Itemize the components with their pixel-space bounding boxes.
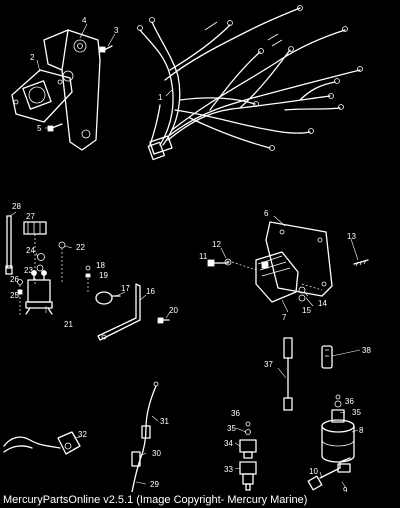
callout-36-left: 36 [231,409,240,418]
callout-28: 28 [12,202,21,211]
callout-4: 4 [82,16,87,25]
callout-17: 17 [121,284,130,293]
callout-29: 29 [150,480,159,489]
callout-13: 13 [347,232,356,241]
control-module [207,221,369,303]
sensor-lead [283,337,333,411]
copyright-footer: MercuryPartsOnline v2.5.1 (Image Copyrig… [3,494,308,506]
callout-35-left: 35 [227,424,236,433]
callout-15: 15 [302,306,311,315]
callout-25: 25 [10,291,19,300]
callout-2: 2 [30,53,35,62]
callout-6: 6 [264,209,269,218]
callout-22: 22 [76,243,85,252]
callout-23: 23 [24,266,33,275]
callout-36-right: 36 [345,397,354,406]
temperature-lead [3,381,159,492]
callout-1: 1 [158,93,163,102]
callout-26: 26 [10,275,19,284]
callout-9: 9 [343,486,348,492]
callout-11: 11 [199,252,208,261]
callout-32: 32 [78,430,87,439]
callout-7: 7 [282,313,287,322]
callout-35-right: 35 [352,408,361,417]
callout-19: 19 [99,271,108,280]
leader-lines [9,23,361,489]
callout-37: 37 [264,360,273,369]
callout-5: 5 [37,124,42,133]
callout-27: 27 [26,212,35,221]
callout-38: 38 [362,346,371,355]
callout-3: 3 [114,26,119,35]
solenoid-assembly [5,215,66,315]
callout-31: 31 [160,417,169,426]
callout-16: 16 [146,287,155,296]
callout-34: 34 [224,439,233,448]
wiring-harness [137,5,363,161]
callout-8: 8 [359,426,364,435]
callout-30: 30 [152,449,161,458]
callout-10: 10 [309,467,318,476]
callout-24: 24 [26,246,35,255]
callout-labels: 1 2 3 4 5 6 7 8 9 10 11 12 13 14 15 16 1… [10,16,371,492]
mounting-bracket [11,29,113,151]
oil-pressure-sender [239,394,355,491]
callout-12: 12 [212,240,221,249]
callout-20: 20 [169,306,178,315]
callout-14: 14 [318,299,327,308]
parts-diagram: 1 2 3 4 5 6 7 8 9 10 11 12 13 14 15 16 1… [3,5,371,492]
callout-33: 33 [224,465,233,474]
callout-21: 21 [64,320,73,329]
callout-18: 18 [96,261,105,270]
